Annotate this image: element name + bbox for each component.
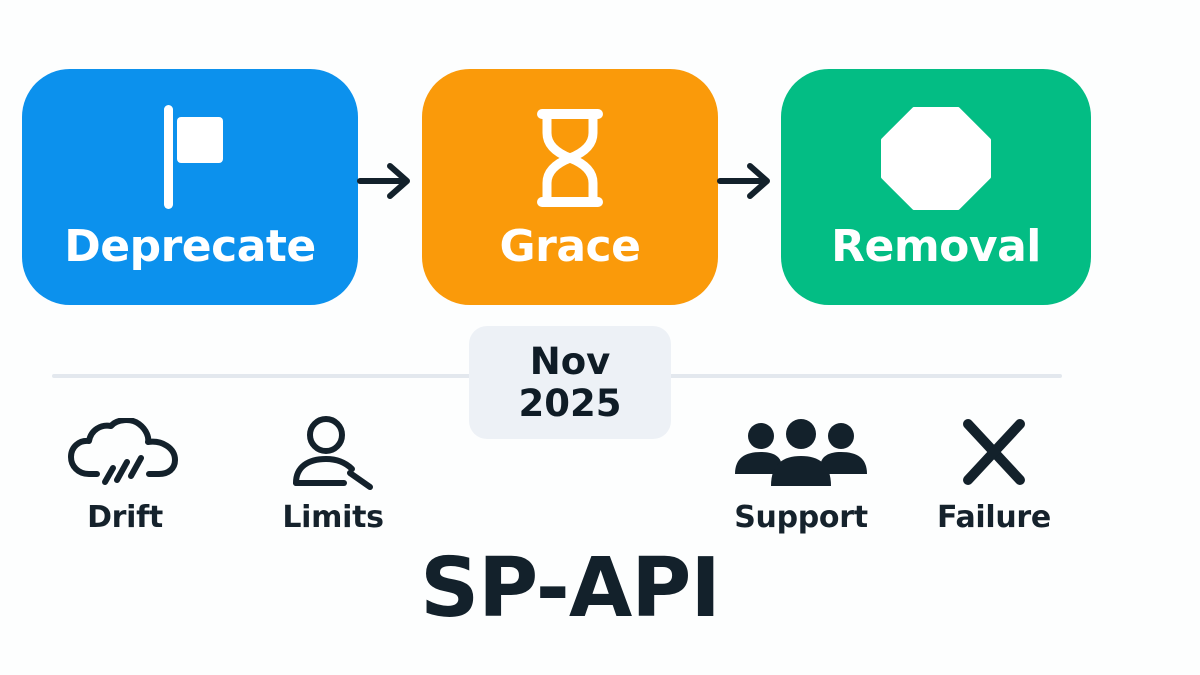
risk-label-limits: Limits (282, 500, 384, 535)
main-title: SP-API (420, 541, 721, 636)
octagon-icon (781, 103, 1091, 213)
stage-card-deprecate: Deprecate (22, 69, 358, 305)
flag-icon (22, 103, 358, 213)
stage-label-deprecate: Deprecate (64, 221, 316, 272)
risk-item-failure: Failure (909, 412, 1079, 533)
date-badge: Nov 2025 (469, 326, 671, 439)
risk-label-failure: Failure (937, 500, 1051, 535)
x-icon (954, 412, 1034, 494)
risk-item-limits: Limits (248, 412, 418, 533)
arrow-right-icon (357, 163, 410, 199)
stage-card-removal: Removal (781, 69, 1091, 305)
arrow-right-icon (717, 163, 770, 199)
team-icon (731, 412, 871, 494)
risk-label-drift: Drift (87, 500, 163, 535)
stage-card-grace: Grace (422, 69, 718, 305)
hourglass-icon (422, 103, 718, 213)
stage-label-removal: Removal (831, 221, 1041, 272)
date-year: 2025 (518, 381, 622, 425)
stage-label-grace: Grace (499, 221, 641, 272)
risk-item-support: Support (716, 412, 886, 533)
risk-item-drift: Drift (40, 412, 210, 533)
date-month: Nov (529, 340, 611, 384)
risk-label-support: Support (734, 500, 868, 535)
user-limit-icon (288, 412, 378, 494)
cloud-rain-icon (67, 412, 183, 494)
